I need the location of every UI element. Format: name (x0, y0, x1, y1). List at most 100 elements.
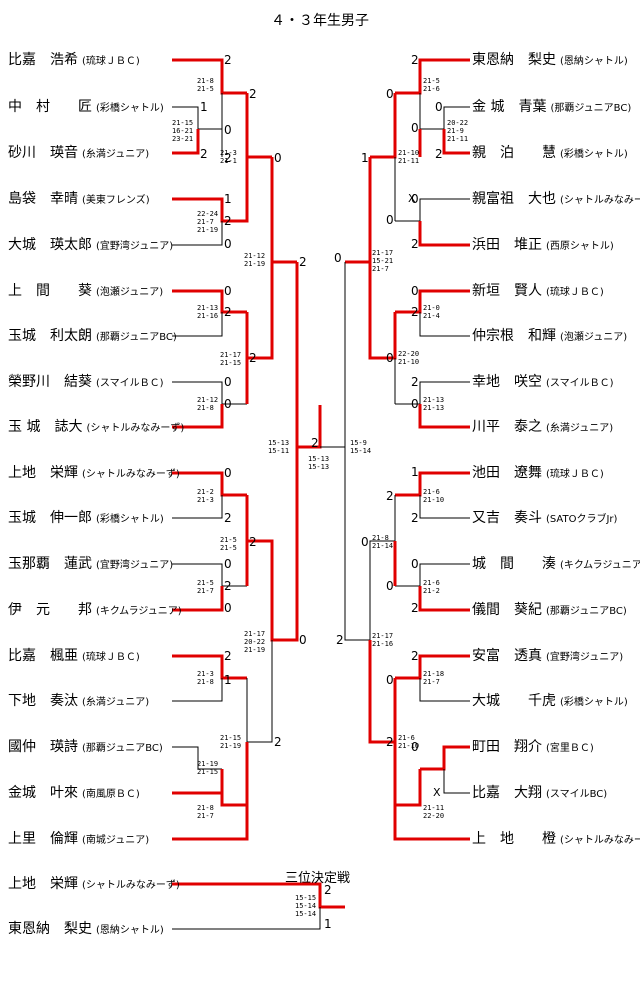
r-m1 (395, 58, 470, 95)
game-score: 2 (224, 649, 232, 663)
game-score: 0 (224, 397, 232, 411)
game-score: 0 (361, 535, 369, 549)
set-score: 21-13 21-16 (197, 304, 219, 320)
r-m3a (370, 93, 397, 159)
game-score: 2 (224, 214, 232, 228)
game-score: 2 (386, 489, 394, 503)
left-player-10: 上地 栄輝(シャトルみなみーず) (8, 463, 180, 483)
r-m10b (418, 586, 470, 612)
walkover-mark: X (408, 192, 416, 205)
player-name: 上里 倫輝 (8, 831, 78, 847)
left-player-9: 玉 城 誌大(シャトルみなみーず) (8, 417, 184, 437)
l-m5 (270, 157, 297, 264)
game-score: 2 (249, 535, 257, 549)
set-score: 15-13 15-13 (308, 455, 330, 471)
team-name: (シャトルみなみーず) (560, 195, 640, 206)
set-score: 15-15 15-14 15-14 (295, 894, 317, 918)
player-name: 金城 叶來 (8, 785, 78, 801)
team-name: (琉球ＪＢＣ) (546, 287, 604, 298)
third-bottom (172, 907, 321, 930)
team-name: (スマイルBC) (546, 789, 608, 800)
third-place-label: 三位決定戦 (285, 871, 351, 886)
team-name: (彩橋シャトル) (96, 103, 164, 114)
left-player-5: 大城 瑛太郎(宜野湾ジュニア) (8, 235, 173, 255)
r-m4a (395, 198, 470, 222)
player-name: 儀間 葵紀 (472, 602, 542, 618)
r-m9b (419, 495, 470, 519)
r-m2b (442, 129, 470, 155)
r-m5 (345, 157, 372, 264)
team-name: (糸満ジュニア) (82, 149, 150, 160)
team-name: (琉球ＪＢＣ) (82, 56, 140, 67)
player-name: 東恩納 梨史 (472, 52, 556, 68)
game-score: 0 (411, 397, 419, 411)
game-score: 0 (386, 351, 394, 365)
team-name: (西原シャトル) (546, 241, 614, 252)
game-score: 2 (274, 735, 282, 749)
team-name: (糸満ジュニア) (546, 423, 614, 434)
r-m15a (368, 640, 397, 744)
game-score: 0 (411, 740, 419, 754)
player-name: 中 村 匠 (8, 99, 92, 115)
l-m10b (172, 586, 224, 612)
player-name: 榮野川 結葵 (8, 374, 92, 390)
r-m13a (420, 745, 470, 771)
game-score: 2 (411, 375, 419, 389)
game-score: 0 (334, 251, 342, 265)
walkover-mark: X (433, 786, 441, 799)
player-name: 大城 千虎 (472, 693, 556, 709)
player-name: 下地 奏汰 (8, 693, 78, 709)
set-score: 21-12 21-19 (244, 252, 266, 268)
player-name: 池田 遼舞 (472, 465, 542, 481)
game-score: 2 (386, 735, 394, 749)
team-name: (南風原ＢＣ) (82, 789, 140, 800)
left-player-7: 玉城 利太朗(那覇ジュニアBC) (8, 326, 177, 346)
l-m15a (246, 640, 273, 743)
game-score: 2 (411, 511, 419, 525)
right-player-14: 安富 透真 (宜野湾ジュニア) (472, 646, 623, 666)
left-player-17: 金城 叶來 (南風原ＢＣ) (8, 783, 140, 803)
set-score: 22-20 21-10 (398, 350, 420, 366)
left-player-16: 國仲 瑛詩(那覇ジュニアBC) (8, 737, 163, 757)
set-score: 21-15 16-21 23-21 (172, 119, 194, 143)
l-m12b (172, 678, 223, 702)
player-name: 玉城 伸一郎 (8, 510, 92, 526)
left-player-4: 島袋 幸晴(美東フレンズ) (8, 189, 150, 209)
player-name: 城 間 湊 (472, 556, 556, 572)
game-score: 0 (386, 213, 394, 227)
team-name: (琉球ＪＢＣ) (82, 652, 140, 663)
game-score: 2 (336, 633, 344, 647)
game-score: 2 (411, 305, 419, 319)
game-score: 0 (411, 192, 419, 206)
r-m9a (395, 471, 470, 497)
player-name: 砂川 瑛音 (8, 145, 78, 161)
right-player-11: 又吉 奏斗(SATOクラブJr) (472, 508, 617, 528)
set-score: 21-17 15-21 21-7 (372, 249, 394, 273)
team-name: (那覇ジュニアBC) (82, 743, 163, 754)
player-name: 仲宗根 和輝 (472, 328, 556, 344)
set-score: 21-6 21-10 (398, 734, 420, 750)
game-score: 0 (224, 237, 232, 251)
game-score: 2 (299, 255, 307, 269)
r-m7b (418, 404, 470, 429)
game-score: 0 (411, 284, 419, 298)
left-player-6: 上 間 葵(泡瀬ジュニア) (8, 281, 163, 301)
left-player-12: 玉那覇 蓮武(宜野湾ジュニア) (8, 554, 173, 574)
player-name: 安富 透真 (472, 648, 542, 664)
l-m14a (220, 769, 247, 807)
right-player-18: 上 地 橙(シャトルみなみーず) (472, 829, 640, 849)
team-name: (泡瀬ジュニア) (96, 287, 164, 298)
l-m4b (172, 221, 223, 246)
l-m6b (172, 312, 223, 337)
player-name: 東恩納 梨史 (8, 921, 92, 937)
game-score: 1 (200, 100, 208, 114)
team-name: (宜野湾ジュニア) (546, 652, 624, 663)
game-score: 2 (324, 883, 332, 897)
game-score: 1 (224, 673, 232, 687)
game-score: 2 (249, 351, 257, 365)
player-name: 上地 栄輝 (8, 876, 78, 892)
player-name: 比嘉 大翔 (472, 785, 542, 801)
player-name: 大城 瑛太郎 (8, 237, 92, 253)
right-player-6: 新垣 賢人(琉球ＪＢＣ) (472, 281, 604, 301)
set-score: 21-8 21-14 (372, 534, 394, 550)
